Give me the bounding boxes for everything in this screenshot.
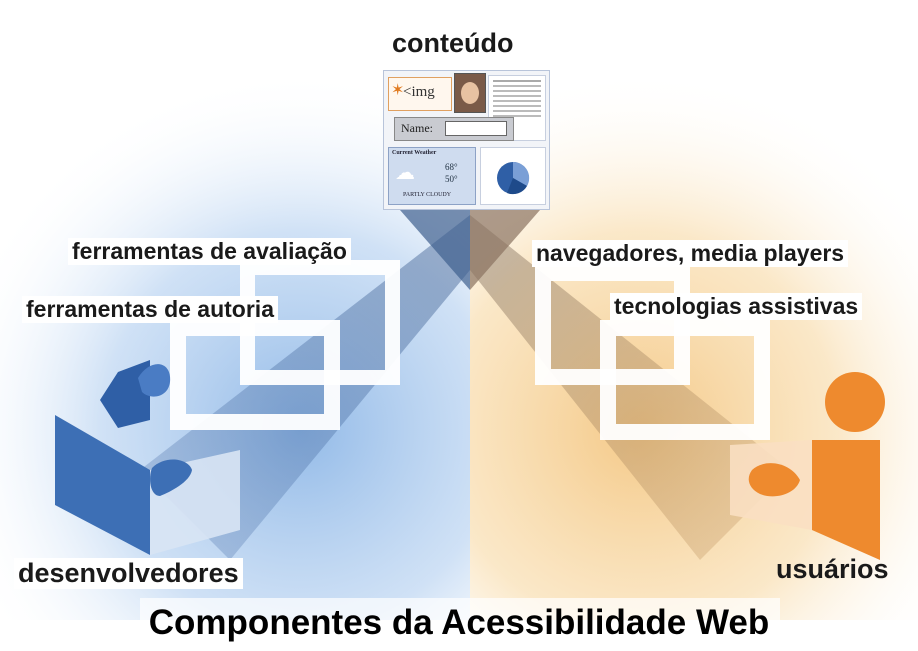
pie-chart-icon (497, 161, 530, 195)
name-form: Name: (394, 117, 514, 141)
cursor-marker-icon: ✶ (391, 82, 405, 99)
name-form-label: Name: (401, 121, 433, 135)
weather-caption: PARTLY CLOUDY (403, 192, 452, 198)
weather-widget: Current Weather ☁ 68° 50° PARTLY CLOUDY (388, 147, 476, 205)
assistive-tech-frame (600, 320, 770, 440)
developer-figure-icon (55, 360, 240, 555)
img-tag-text: <img (403, 84, 435, 100)
pie-chart-panel (480, 147, 546, 205)
left-beam-tip (400, 210, 470, 290)
assistive-tech-label: tecnologias assistivas (610, 293, 863, 320)
evaluation-tools-label: ferramentas de avaliação (68, 238, 351, 265)
code-snippet: <img ✶ (388, 77, 452, 111)
name-form-input (445, 121, 507, 136)
diagram-title: Componentes da Acessibilidade Web (148, 603, 770, 642)
content-label: conteúdo (392, 28, 514, 58)
weather-temp-lo: 50° (445, 174, 458, 184)
users-label: usuários (776, 554, 889, 584)
browsers-label: navegadores, media players (532, 240, 849, 267)
content-thumbnail: <img ✶ Name: Current Weather ☁ 68° 50° P… (383, 70, 550, 210)
weather-title: Current Weather (392, 150, 437, 156)
right-beam-tip (470, 210, 540, 290)
developers-label: desenvolvedores (14, 558, 243, 589)
authoring-tools-frame (170, 320, 340, 430)
baby-photo (454, 73, 486, 113)
authoring-tools-label: ferramentas de autoria (22, 296, 278, 323)
evaluation-tools-frame (240, 260, 400, 385)
user-figure-icon (730, 372, 885, 560)
browsers-frame (535, 265, 690, 385)
title-backdrop (140, 598, 780, 644)
weather-temp-hi: 68° (445, 162, 458, 172)
cloud-icon: ☁ (395, 162, 415, 184)
